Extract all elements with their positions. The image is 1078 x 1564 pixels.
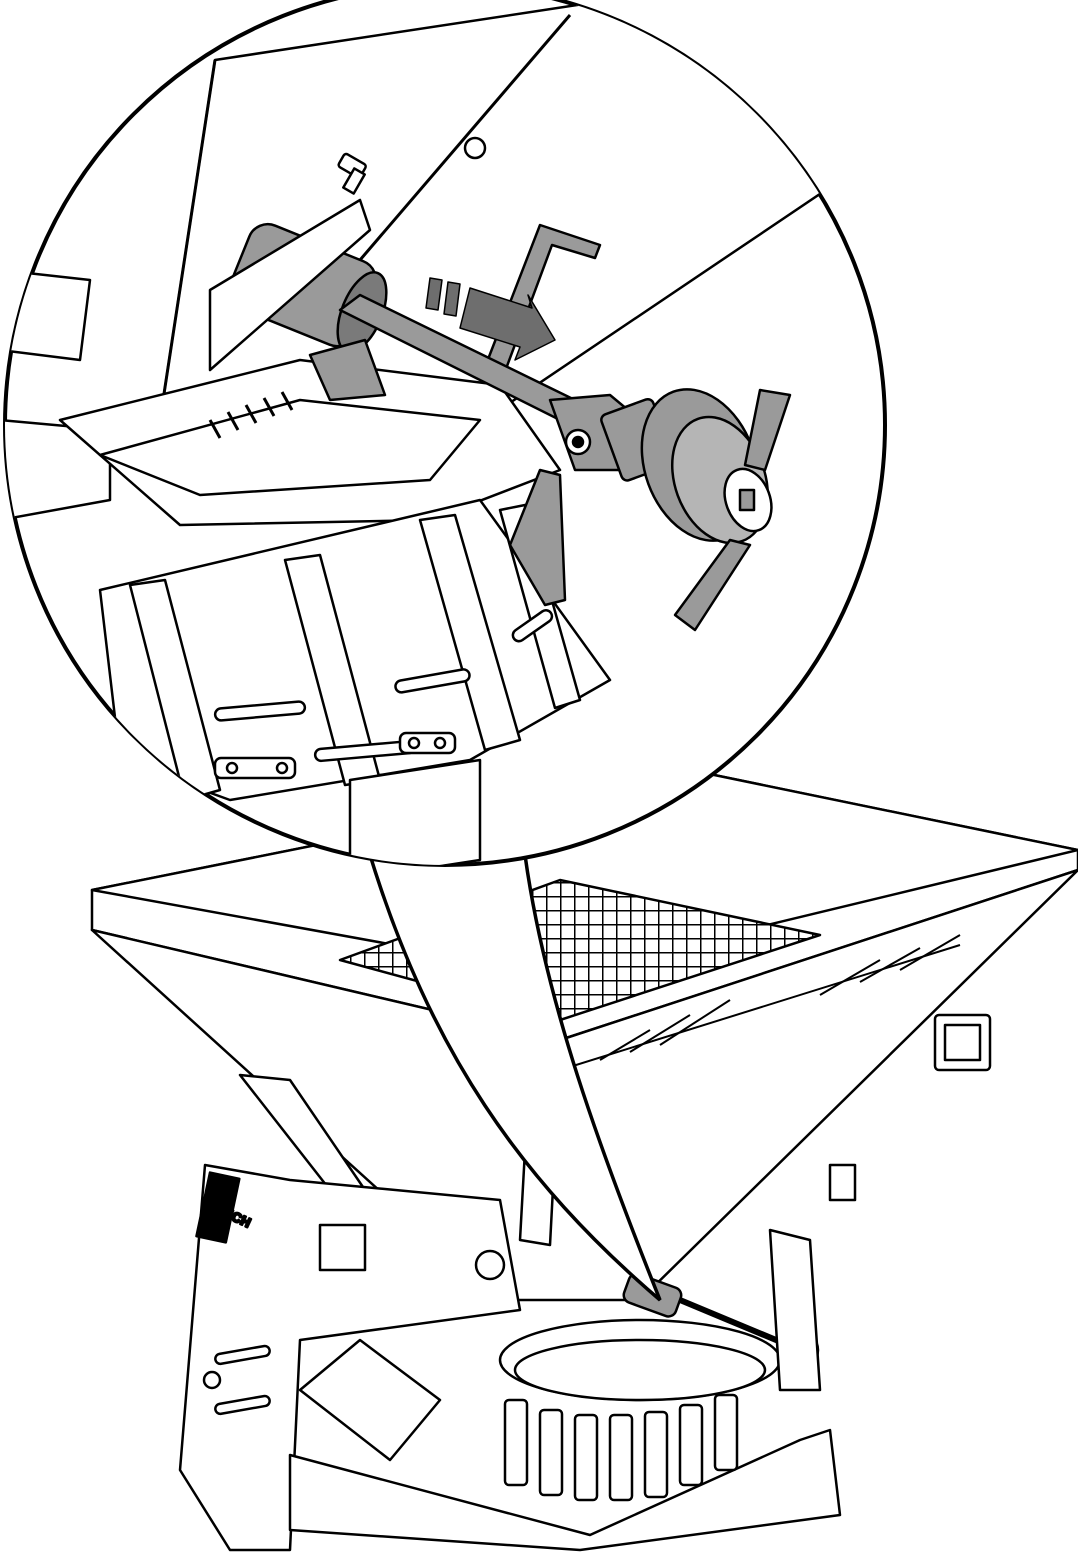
crank-handle <box>478 223 602 607</box>
arrow-right-icon <box>425 277 556 361</box>
motor <box>208 198 388 372</box>
side-lamp <box>933 1013 992 1072</box>
warning-hatching <box>559 869 1078 1071</box>
detail-zoom-view <box>3 0 887 867</box>
spreader-vanes <box>503 1393 739 1502</box>
bolt <box>337 152 367 195</box>
spreader-machine: RAUCH <box>90 768 1078 1552</box>
base-plate <box>288 1428 842 1552</box>
pins <box>213 608 554 763</box>
callout-connector <box>367 853 662 1302</box>
wing-nut <box>673 388 792 632</box>
scale-marks <box>208 391 294 439</box>
machine-frame <box>178 1163 522 1552</box>
mounting-lugs <box>213 731 457 780</box>
vane-ribs <box>128 503 582 802</box>
brand-plate <box>195 1171 241 1244</box>
coupling-assembly <box>548 388 773 545</box>
